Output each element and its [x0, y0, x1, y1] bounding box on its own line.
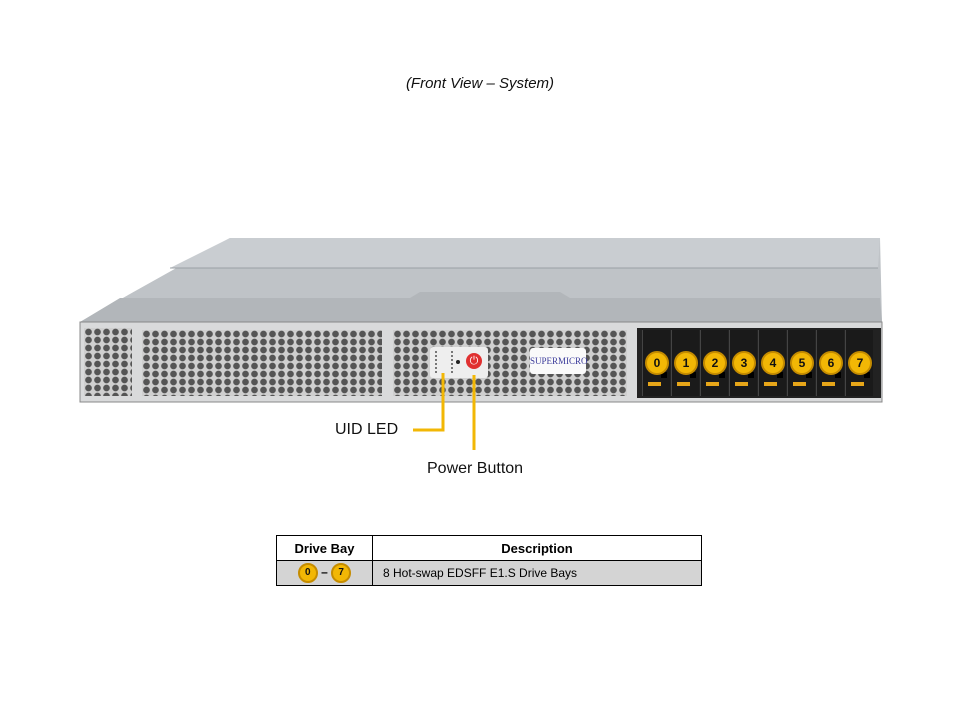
bay-range-cell: 0 – 7	[276, 560, 373, 586]
drive-bay-latch[interactable]	[851, 382, 864, 386]
drive-bay-number-badge: 4	[761, 351, 785, 375]
uid-led	[456, 360, 460, 364]
bay-badge-end: 7	[331, 563, 352, 583]
drive-bay-number-badge: 7	[848, 351, 872, 375]
drive-bay-table: Drive Bay Description 0 – 7 8 Hot-swap E…	[276, 535, 702, 586]
drive-bay-latch[interactable]	[822, 382, 835, 386]
drive-bay-led	[777, 372, 783, 378]
left-vent	[84, 328, 132, 396]
header-drive-bay: Drive Bay	[276, 535, 373, 561]
drive-bay-latch[interactable]	[764, 382, 777, 386]
drive-bay-led	[835, 372, 841, 378]
bay-badge-start: 0	[297, 563, 318, 583]
drive-bay-latch[interactable]	[706, 382, 719, 386]
range-separator: –	[321, 565, 328, 580]
drive-bay-number-badge: 0	[645, 351, 669, 375]
drive-bay-number-badge: 3	[732, 351, 756, 375]
drive-bay-latch[interactable]	[648, 382, 661, 386]
header-description: Description	[372, 535, 702, 561]
power-button[interactable]: ⏻	[466, 353, 482, 369]
drive-bay-latch[interactable]	[793, 382, 806, 386]
drive-bay-number-badge: 6	[819, 351, 843, 375]
drive-bay-led	[719, 372, 725, 378]
status-led-icons	[435, 351, 453, 373]
description-cell: 8 Hot-swap EDSFF E1.S Drive Bays	[372, 560, 702, 586]
uid-led-label: UID LED	[335, 421, 399, 438]
view-title: (Front View – System)	[405, 75, 555, 92]
control-panel: ⏻	[430, 347, 488, 378]
drive-bay-led	[806, 372, 812, 378]
table-row: 0 – 7 8 Hot-swap EDSFF E1.S Drive Bays	[276, 560, 702, 586]
uid-led-callout-line	[413, 373, 445, 432]
power-button-label: Power Button	[427, 460, 524, 477]
drive-bay-number-badge: 5	[790, 351, 814, 375]
drive-bay-latch[interactable]	[735, 382, 748, 386]
main-vent	[142, 330, 382, 396]
drive-bay-led	[661, 372, 667, 378]
drive-bay-latch[interactable]	[677, 382, 690, 386]
drive-bay-led	[748, 372, 754, 378]
supermicro-logo: SUPERMICRO	[530, 348, 588, 374]
drive-bay-number-badge: 2	[703, 351, 727, 375]
drive-bay-number-badge: 1	[674, 351, 698, 375]
drive-bay-led	[864, 372, 870, 378]
drive-bay-led	[690, 372, 696, 378]
